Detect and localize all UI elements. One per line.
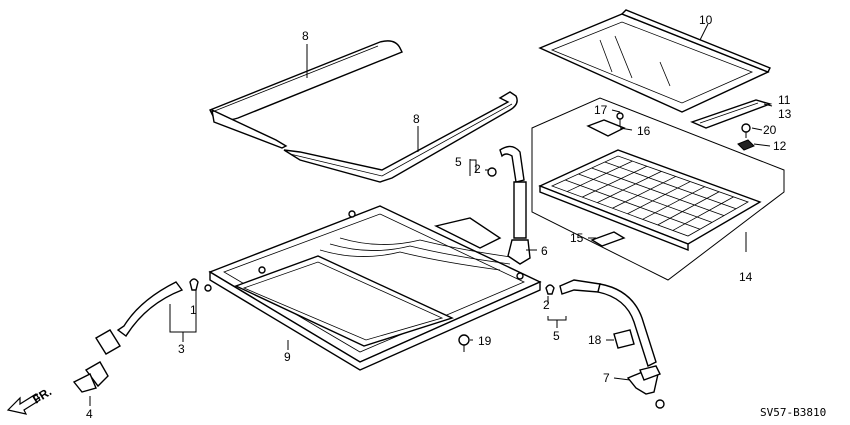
shade-grid-line xyxy=(591,167,725,216)
shade-grid-line xyxy=(657,191,720,226)
callout-17: 17 xyxy=(594,103,608,117)
shade-grid-line xyxy=(582,165,648,198)
hose-clip-2-upper xyxy=(487,167,497,177)
callout-13: 13 xyxy=(778,107,792,121)
shade-grid-line xyxy=(565,179,701,230)
callout-2-upper: 2 xyxy=(474,162,481,176)
front-direction-arrow: FR. xyxy=(6,384,54,415)
shade-grid-line xyxy=(672,196,734,231)
callout-14: 14 xyxy=(739,270,753,284)
trim-molding xyxy=(690,99,773,129)
screw-17 xyxy=(616,112,624,126)
bolt-20 xyxy=(741,123,751,138)
shade-grid-line xyxy=(627,181,691,215)
callout-labels: 8 8 10 11 13 20 12 17 16 2 5 15 6 14 2 5… xyxy=(86,13,792,421)
shade-grid-line xyxy=(642,186,705,220)
callout-15: 15 xyxy=(570,231,584,245)
callout-16: 16 xyxy=(637,124,651,138)
latch-15 xyxy=(590,231,626,247)
callout-19: 19 xyxy=(478,334,492,348)
drain-hose-front-left xyxy=(72,281,184,393)
callout-11: 11 xyxy=(778,93,791,107)
callout-20: 20 xyxy=(763,123,777,137)
callout-1: 1 xyxy=(190,303,197,317)
bolt-20-frame xyxy=(204,284,212,292)
callout-10: 10 xyxy=(699,13,713,27)
drain-hose-front-right xyxy=(499,145,531,265)
sunshade-panel xyxy=(538,149,762,252)
callout-8-upper: 8 xyxy=(302,29,309,43)
shade-grid-line xyxy=(578,173,713,223)
callout-6: 6 xyxy=(541,244,548,258)
shade-grid-line xyxy=(566,160,633,192)
callout-4: 4 xyxy=(86,407,93,421)
shade-grid-line xyxy=(597,170,662,204)
sunshade-assembly-outline xyxy=(531,97,785,281)
callout-18: 18 xyxy=(588,333,602,347)
glass-panel xyxy=(538,9,771,113)
callout-5-upper: 5 xyxy=(455,155,462,169)
drain-hose-rear xyxy=(559,279,665,409)
shade-grid-line xyxy=(612,176,676,209)
callout-7: 7 xyxy=(603,371,610,385)
callout-5-lower: 5 xyxy=(553,329,560,343)
callout-12: 12 xyxy=(773,139,787,153)
callout-8-lower: 8 xyxy=(413,112,420,126)
bolt-19 xyxy=(458,334,470,352)
leader-lines xyxy=(89,23,773,406)
sunroof-frame xyxy=(208,205,542,371)
clamp-18 xyxy=(613,329,635,349)
hose-clip-1 xyxy=(189,278,199,291)
diagram-code: SV57-B3810 xyxy=(760,406,826,419)
callout-3: 3 xyxy=(178,342,185,356)
shade-grid-line xyxy=(604,161,737,210)
clip-12 xyxy=(737,139,755,151)
weatherstrip-seal xyxy=(209,40,518,183)
callout-2-lower: 2 xyxy=(543,298,550,312)
bracket-16 xyxy=(586,119,626,137)
hose-clip-2-lower xyxy=(545,284,555,295)
callout-9: 9 xyxy=(284,350,291,364)
